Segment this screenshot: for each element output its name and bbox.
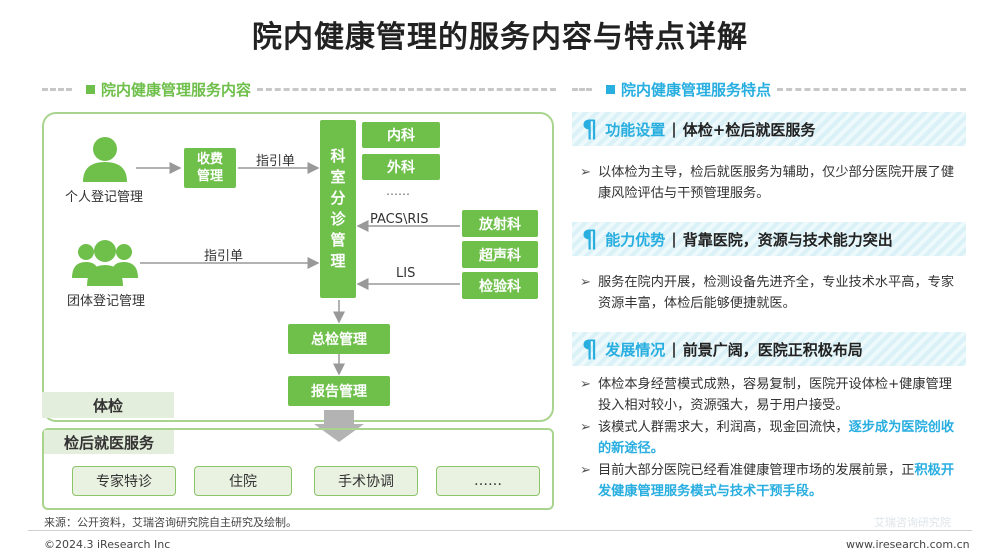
pilcrow-icon: ¶ [582, 225, 598, 253]
department-triage-box: 科 室 分 诊 管 理 [320, 120, 356, 298]
flow-diagram-frame [42, 112, 554, 422]
group-icon [72, 240, 138, 286]
checkup-band: 体检 [42, 392, 174, 418]
after-item-surgery: 手术协调 [314, 466, 418, 496]
dept-ultrasound: 超声科 [462, 241, 538, 268]
after-item-more: …… [436, 466, 540, 496]
dept-more: …… [386, 184, 410, 198]
source-note: 来源：公开资料，艾瑞咨询研究院自主研究及绘制。 [44, 516, 297, 529]
page-title: 院内健康管理的服务内容与特点详解 [252, 20, 748, 55]
person-icon [83, 137, 127, 182]
right-section-header: 院内健康管理服务特点 [572, 78, 972, 100]
dept-radiology: 放射科 [462, 210, 538, 237]
report-management-box: 报告管理 [288, 376, 390, 406]
group-registration-label: 团体登记管理 [66, 294, 145, 309]
left-section-label: 院内健康管理服务内容 [101, 80, 252, 99]
individual-registration-label: 个人登记管理 [64, 190, 143, 205]
summary-check-box: 总检管理 [288, 324, 390, 354]
after-service-band: 检后就医服务 [44, 430, 174, 454]
feature-bullet: ➢服务在院内开展，检测设备先进齐全，专业技术水平高，专家资源丰富，体检后能够便捷… [580, 275, 955, 311]
guide-slip-label-2: 指引单 [204, 249, 244, 264]
feature-bullet: ➢该模式人群需求大，利润高，现金回流快，逐步成为医院创收的新途径。 [580, 420, 955, 456]
feature-bullet: ➢目前大部分医院已经看准健康管理市场的发展前景，正积极开发健康管理服务模式与技术… [580, 463, 955, 499]
feature-header-function: ¶ 功能设置 | 体检+检后就医服务 [572, 112, 966, 146]
feature-header-development: ¶ 发展情况 | 前景广阔，医院正积极布局 [572, 332, 966, 366]
fee-management-box: 收费 管理 [184, 148, 236, 188]
left-section-header: 院内健康管理服务内容 [42, 78, 562, 100]
website: www.iresearch.com.cn [846, 538, 970, 551]
after-item-hospitalization: 住院 [194, 466, 292, 496]
right-section-label: 院内健康管理服务特点 [621, 80, 772, 99]
footer-divider [28, 530, 972, 531]
after-service-frame [42, 428, 554, 510]
cyan-square-icon [606, 84, 615, 94]
copyright: ©2024.3 iResearch Inc [44, 538, 171, 551]
pilcrow-icon: ¶ [582, 335, 598, 363]
after-item-expert: 专家特诊 [72, 466, 176, 496]
dept-laboratory: 检验科 [462, 272, 538, 299]
feature-bullet: ➢体检本身经营模式成熟，容易复制，医院开设体检+健康管理投入相对较小，资源强大，… [580, 377, 952, 413]
dept-surgery: 外科 [362, 154, 440, 180]
green-square-icon [86, 84, 95, 94]
pilcrow-icon: ¶ [582, 115, 598, 143]
watermark: 艾瑞咨询研究院 [874, 516, 951, 529]
feature-bullet: ➢以体检为主导，检后就医服务为辅助，仅少部分医院开展了健康风险评估与干预管理服务… [580, 165, 955, 201]
lis-label: LIS [396, 266, 416, 281]
feature-header-advantage: ¶ 能力优势 | 背靠医院，资源与技术能力突出 [572, 222, 966, 256]
pacs-ris-label: PACS\RIS [370, 212, 429, 227]
guide-slip-label-1: 指引单 [256, 154, 296, 169]
dept-internal-medicine: 内科 [362, 122, 440, 148]
